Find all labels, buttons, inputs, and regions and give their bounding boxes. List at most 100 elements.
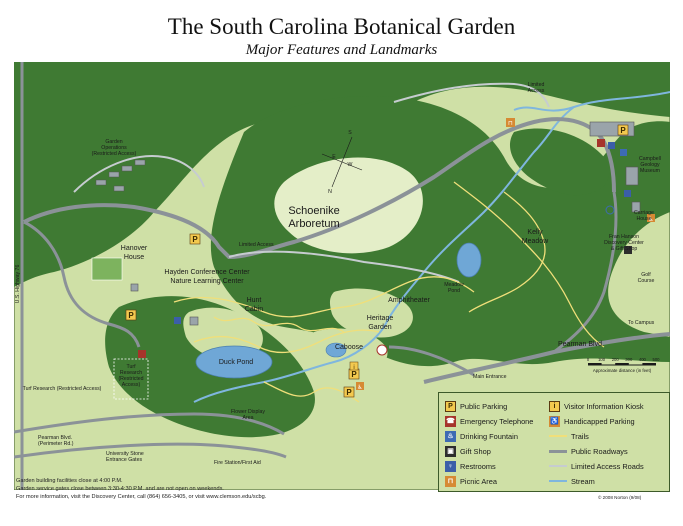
- garden-map[interactable]: P P P P P ⊓ ♿ ♿ i S N E W Schoenike Arbo…: [14, 62, 670, 490]
- label-carriage: Carriage: [634, 210, 654, 216]
- label-hanover: Hanover: [121, 245, 148, 252]
- scale-tick-4: 400: [639, 357, 647, 362]
- compass: [321, 136, 363, 188]
- pearman-blvd: [423, 332, 670, 384]
- label-schoenike: Schoenike: [288, 205, 339, 217]
- ops-building-1: [95, 179, 107, 186]
- wheelchair-icon: ♿: [356, 382, 364, 391]
- hanover-house-building[interactable]: [130, 283, 139, 292]
- gift-icon: [624, 246, 632, 254]
- trail-line-swatch: [549, 435, 567, 437]
- label-kelly2: Meadow: [522, 238, 549, 245]
- trail-2: [193, 329, 380, 354]
- scale-bar: [588, 363, 656, 366]
- legend-item: Public Roadways: [549, 444, 628, 458]
- label-flower: Flower Display: [231, 409, 265, 415]
- label-caboose: Caboose: [335, 344, 363, 351]
- label-fran-hanson: Fran Hanson: [609, 234, 639, 240]
- label-discovery: Discovery Center: [604, 240, 644, 246]
- map-subtitle: Major Features and Landmarks: [245, 42, 438, 58]
- label-hunt2: Cabin: [245, 306, 263, 313]
- restroom-icon: [608, 142, 615, 149]
- legend: P Public Parking ☎ Emergency Telephone ♨…: [438, 392, 670, 492]
- wheelchair-icon: ♿: [549, 415, 560, 427]
- label-entrance-gates: Entrance Gates: [106, 457, 142, 463]
- label-arboretum: Arboretum: [288, 218, 339, 230]
- label-heritage: Heritage: [367, 315, 394, 322]
- label-meadow-pond2: Pond: [448, 288, 460, 294]
- legend-label: Public Roadways: [571, 446, 628, 456]
- label-to-campus: To Campus: [628, 320, 655, 326]
- main-entrance-road: [388, 345, 475, 377]
- label-hanover2: House: [124, 254, 144, 261]
- legend-item: Trails: [549, 429, 589, 443]
- label-garden-ops2: Operations: [101, 145, 127, 151]
- trail-1: [173, 276, 475, 318]
- parking-icon[interactable]: P: [189, 233, 201, 245]
- carriage-wheel-icon: [605, 205, 615, 215]
- main-road-loop: [23, 117, 616, 260]
- legend-label: Restrooms: [460, 461, 496, 471]
- svg-text:♿: ♿: [357, 384, 362, 391]
- legend-item: i Visitor Information Kiosk: [549, 399, 644, 413]
- forest-east: [509, 128, 610, 196]
- footer-line: For more information, visit the Discover…: [16, 494, 267, 500]
- perimeter-road: [14, 412, 285, 436]
- limited-road-ops: [73, 155, 205, 193]
- parking-icon[interactable]: P: [617, 124, 629, 136]
- svg-text:P: P: [346, 388, 352, 397]
- label-turf-mid: Turf: [126, 364, 136, 370]
- forest-band-center: [210, 96, 670, 367]
- heritage-pond: [325, 342, 347, 358]
- west-road-loop: [23, 220, 141, 348]
- scale-tick-5: 500: [653, 357, 661, 362]
- stream-line-swatch: [549, 480, 567, 482]
- label-highway: U.S. Highway 76: [15, 265, 21, 304]
- svg-text:i: i: [353, 365, 354, 371]
- legend-label: Handicapped Parking: [564, 416, 635, 426]
- legend-item: ♿ Handicapped Parking: [549, 414, 635, 428]
- telephone-icon: [597, 139, 605, 147]
- picnic-icon: ⊓: [506, 118, 515, 127]
- forest-north: [14, 62, 670, 287]
- parking-icon[interactable]: P: [125, 309, 137, 321]
- stream: [193, 91, 670, 403]
- duck-pond[interactable]: [195, 345, 273, 379]
- trail-3: [453, 181, 605, 348]
- scale-tick-3: 300: [625, 357, 633, 362]
- svg-text:P: P: [620, 126, 626, 135]
- label-fire-station: Fire Station/First Aid: [214, 460, 261, 466]
- university-road: [14, 442, 287, 459]
- parking-icon[interactable]: P: [343, 386, 355, 398]
- hayden-center-building[interactable]: [189, 316, 199, 326]
- scale-tick-1: 100: [598, 357, 606, 362]
- carriage-house-building[interactable]: [631, 201, 641, 213]
- scale-caption: Approximate distance (in feet): [593, 368, 652, 373]
- ops-building-5: [113, 185, 125, 192]
- compass-s: S: [348, 130, 352, 136]
- restroom-icon: ♀: [445, 460, 456, 472]
- legend-item: Stream: [549, 474, 595, 488]
- wheelchair-icon: ♿: [647, 214, 655, 223]
- label-main-entrance: Main Entrance: [473, 374, 507, 380]
- meadow-pond[interactable]: [456, 242, 482, 278]
- label-turf-research: Turf Research (Restricted Access): [23, 386, 102, 392]
- parking-icon: P: [445, 400, 456, 412]
- compass-n: N: [328, 189, 332, 195]
- label-garden-ops: Garden: [105, 139, 122, 145]
- legend-label: Visitor Information Kiosk: [564, 401, 644, 411]
- heritage-garden-icon: [376, 344, 388, 356]
- label-university: University Stone: [106, 451, 144, 457]
- geology-museum-building[interactable]: [625, 166, 639, 186]
- svg-text:P: P: [128, 311, 134, 320]
- label-turf-mid3: (Restricted: [118, 376, 143, 382]
- picnic-icon: ⊓: [445, 475, 456, 487]
- footer-line: Garden service gates close between 3:30-…: [16, 486, 224, 492]
- legend-label: Public Parking: [460, 401, 508, 411]
- fountain-icon: [620, 149, 627, 156]
- label-turf-mid2: Research: [120, 370, 142, 376]
- telephone-icon: ☎: [445, 415, 456, 427]
- label-pearman-left: Pearman Blvd.: [38, 435, 72, 441]
- trail-4: [468, 191, 546, 313]
- scale-tick-0: 0: [587, 357, 590, 362]
